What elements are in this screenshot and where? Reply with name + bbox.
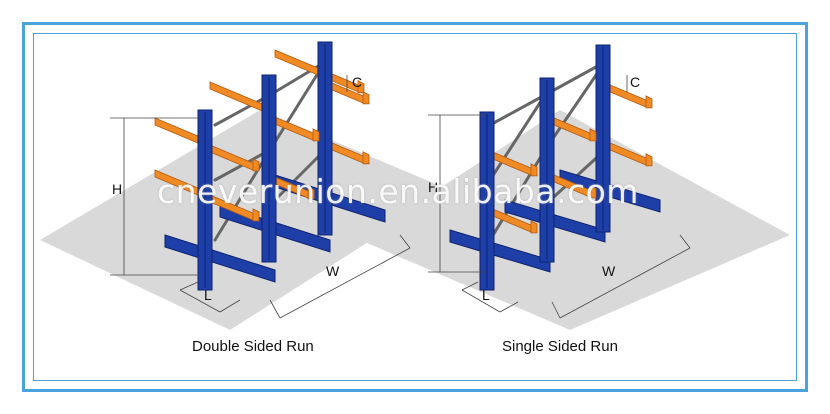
dim-l-left-a [179, 281, 199, 291]
label-c-left: C [352, 74, 362, 90]
watermark-text: cneverunion.en.alibaba.com [157, 172, 639, 211]
arm-r-back-upper-stop [645, 95, 653, 109]
brace-r1 [543, 60, 607, 97]
arm-r-front-upper-stop [530, 163, 538, 177]
caption-single-sided: Single Sided Run [502, 338, 618, 355]
base-r-mid [504, 199, 606, 243]
inner-frame [33, 33, 797, 381]
label-c-right: C [630, 74, 640, 90]
arm-r-mid-upper-stop [589, 128, 597, 142]
base-front [164, 234, 276, 283]
arm-mid-upper-left [209, 81, 266, 113]
brace-r2 [543, 60, 607, 152]
label-h-right: H [428, 179, 438, 195]
dim-w-left [279, 247, 411, 319]
dim-l-left [179, 289, 221, 313]
label-l-left: L [204, 287, 212, 303]
arm-r-back-lower-stop [645, 153, 653, 167]
dim-l-right-a [461, 281, 479, 291]
brace-3 [213, 93, 272, 127]
arm-r-mid-lower-stop [589, 185, 597, 199]
arm-front-lower-right-stop [252, 208, 260, 222]
brace-r5 [488, 148, 547, 242]
dim-l-left-b [219, 299, 241, 313]
arm-front-upper-right-stop [252, 158, 260, 172]
arm-r-front-lower-stop [530, 220, 538, 234]
brace-r4 [488, 93, 547, 182]
floor-right [360, 110, 790, 330]
dim-w-left-b [399, 234, 411, 249]
brace-1 [268, 60, 327, 97]
dim-w-right-a [551, 301, 561, 319]
dim-l-right-b [499, 301, 519, 313]
base-r-front [449, 229, 551, 273]
arm-mid-lower-right-stop [307, 186, 315, 200]
label-w-right: W [602, 263, 616, 279]
brace-5 [213, 148, 272, 242]
dim-w-left-a [269, 299, 281, 319]
arm-mid-upper-right-stop [312, 128, 320, 142]
label-h-left: H [112, 181, 122, 197]
dim-l-right [461, 289, 501, 313]
brace-6 [268, 148, 327, 207]
double-sided-rack [154, 41, 386, 291]
brace-r3 [488, 93, 547, 127]
dim-w-right-b [679, 234, 691, 249]
arm-back-lower-right-stop [362, 151, 370, 165]
label-l-right: L [482, 287, 490, 303]
single-sided-rack [449, 44, 661, 291]
arm-back-upper-right-stop [362, 91, 370, 105]
dim-w-right [559, 247, 691, 319]
caption-double-sided: Double Sided Run [192, 338, 314, 355]
brace-2 [268, 60, 327, 152]
label-w-left: W [326, 263, 340, 279]
